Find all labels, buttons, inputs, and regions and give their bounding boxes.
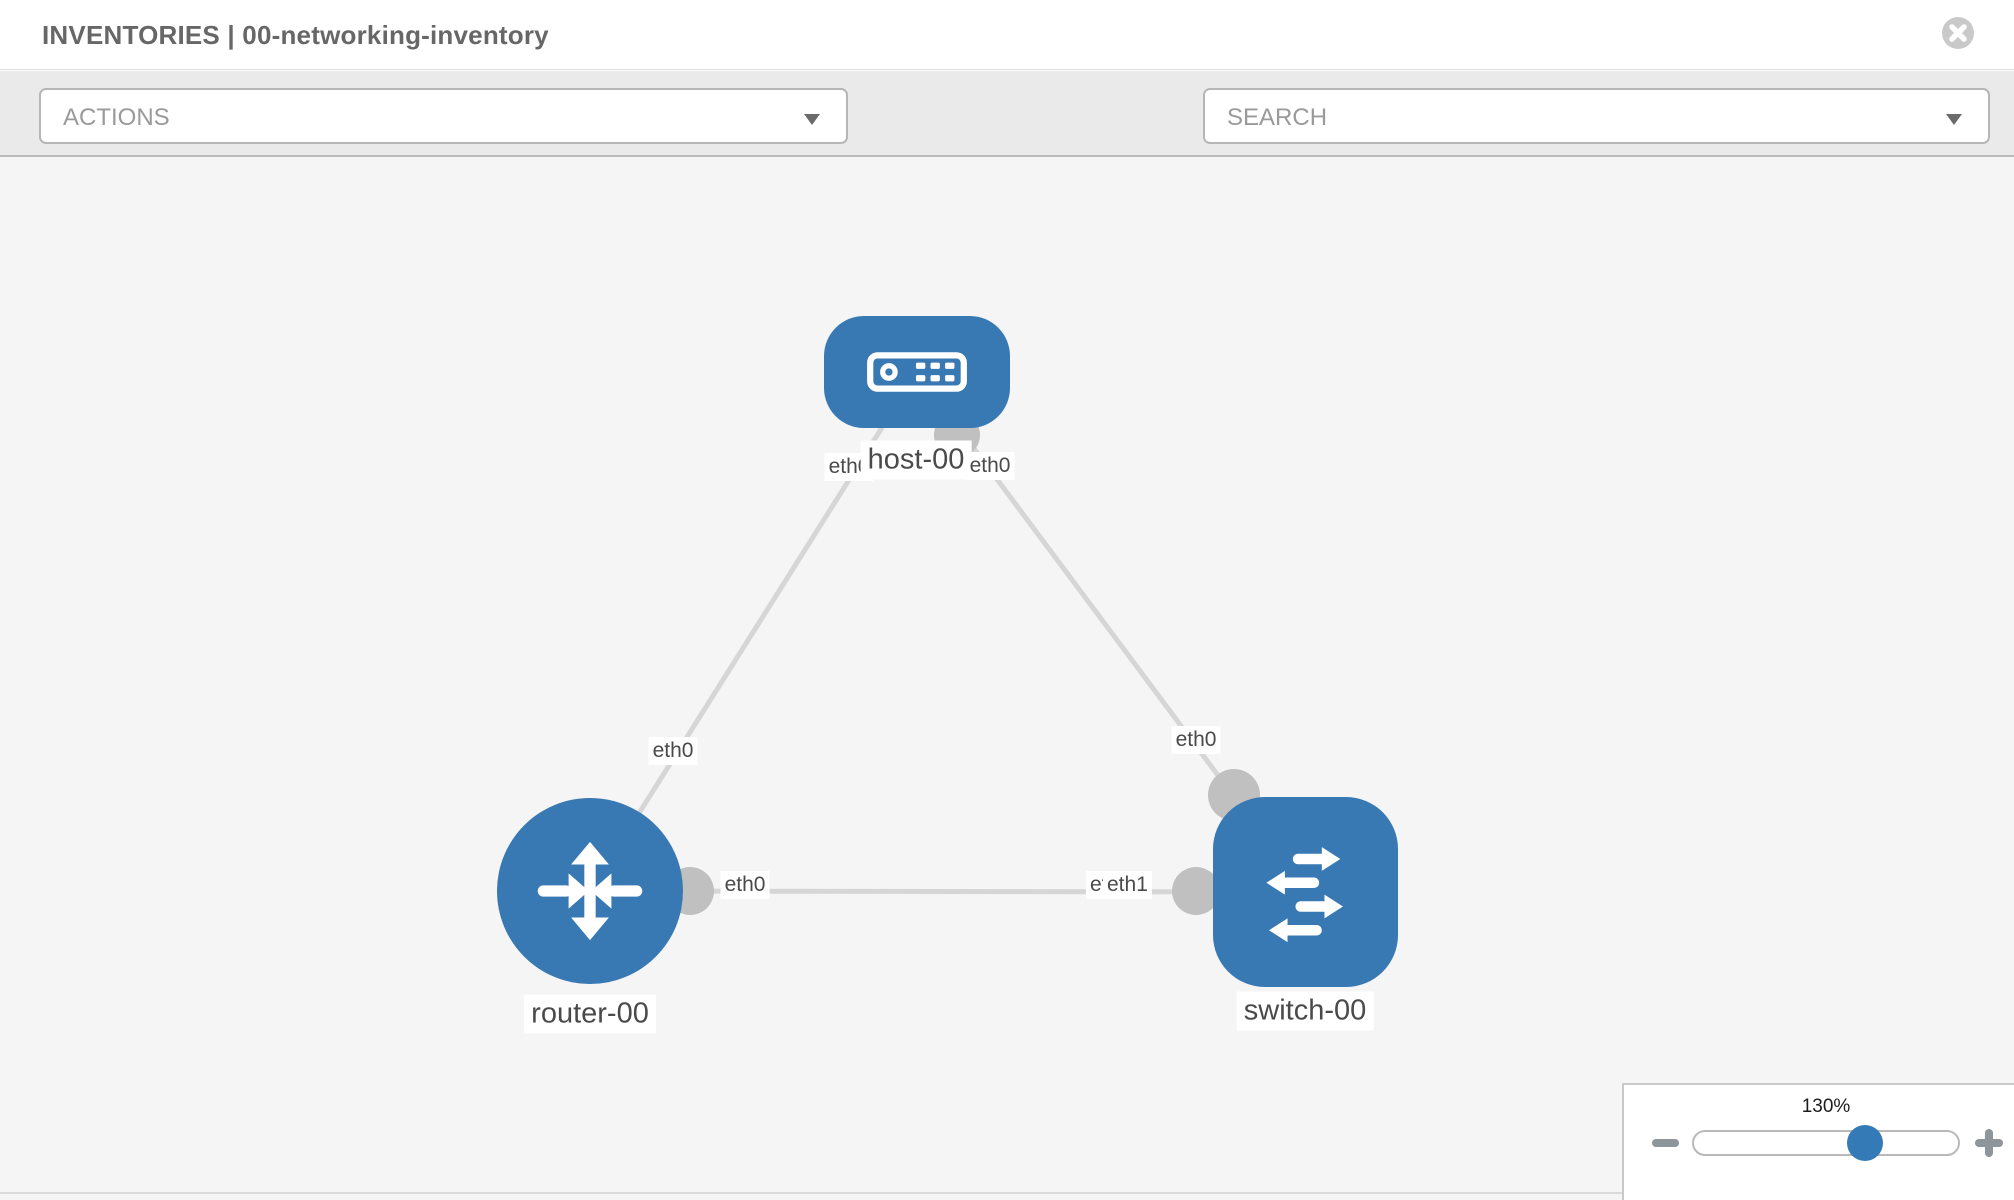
- iface-label-switch-to-host: eth0: [1171, 726, 1221, 754]
- node-label-host-00: host-00: [860, 440, 972, 480]
- node-host-00[interactable]: [824, 316, 1010, 428]
- node-label-switch-00: switch-00: [1236, 991, 1374, 1031]
- zoom-slider-handle[interactable]: [1847, 1125, 1883, 1161]
- node-router-00[interactable]: [497, 798, 683, 984]
- topology-canvas[interactable]: eth0 host-00 eth0 eth0 eth0 eth0 eth1 et…: [0, 157, 2014, 1200]
- chevron-down-icon: [1946, 114, 1962, 125]
- zoom-in-button[interactable]: [1975, 1129, 2003, 1157]
- node-switch-00[interactable]: [1213, 797, 1398, 987]
- port-dot-switch-left: [1172, 867, 1220, 915]
- header-bar: INVENTORIES | 00-networking-inventory: [0, 0, 2014, 70]
- page-title: INVENTORIES | 00-networking-inventory: [42, 20, 549, 50]
- actions-dropdown-label: ACTIONS: [63, 104, 170, 131]
- iface-label-router-to-host: eth0: [648, 737, 698, 765]
- zoom-control-panel: 130%: [1622, 1083, 2014, 1200]
- switch-icon: [1265, 847, 1343, 943]
- search-dropdown[interactable]: SEARCH: [1203, 88, 1990, 144]
- node-label-router-00: router-00: [524, 994, 656, 1034]
- chevron-down-icon: [804, 114, 820, 125]
- host-icon: [867, 352, 967, 392]
- close-icon: [1942, 17, 1974, 49]
- router-icon: [537, 841, 643, 941]
- iface-label-switch-to-router: eth1: [1103, 871, 1152, 899]
- iface-label-router-to-switch: eth0: [720, 871, 770, 899]
- actions-dropdown[interactable]: ACTIONS: [39, 88, 848, 144]
- search-dropdown-label: SEARCH: [1227, 104, 1328, 131]
- close-button[interactable]: [1941, 16, 1975, 50]
- zoom-level-label: 130%: [1801, 1096, 1851, 1117]
- zoom-slider-track[interactable]: [1692, 1130, 1960, 1156]
- topology-links: [587, 370, 1308, 895]
- canvas-bottom-edge: [0, 1192, 1622, 1194]
- toolbar: ACTIONS SEARCH: [0, 71, 2014, 208]
- zoom-out-button[interactable]: [1652, 1139, 1679, 1147]
- plus-icon: [1985, 1129, 1993, 1157]
- iface-label-host-to-switch: eth0: [965, 452, 1015, 480]
